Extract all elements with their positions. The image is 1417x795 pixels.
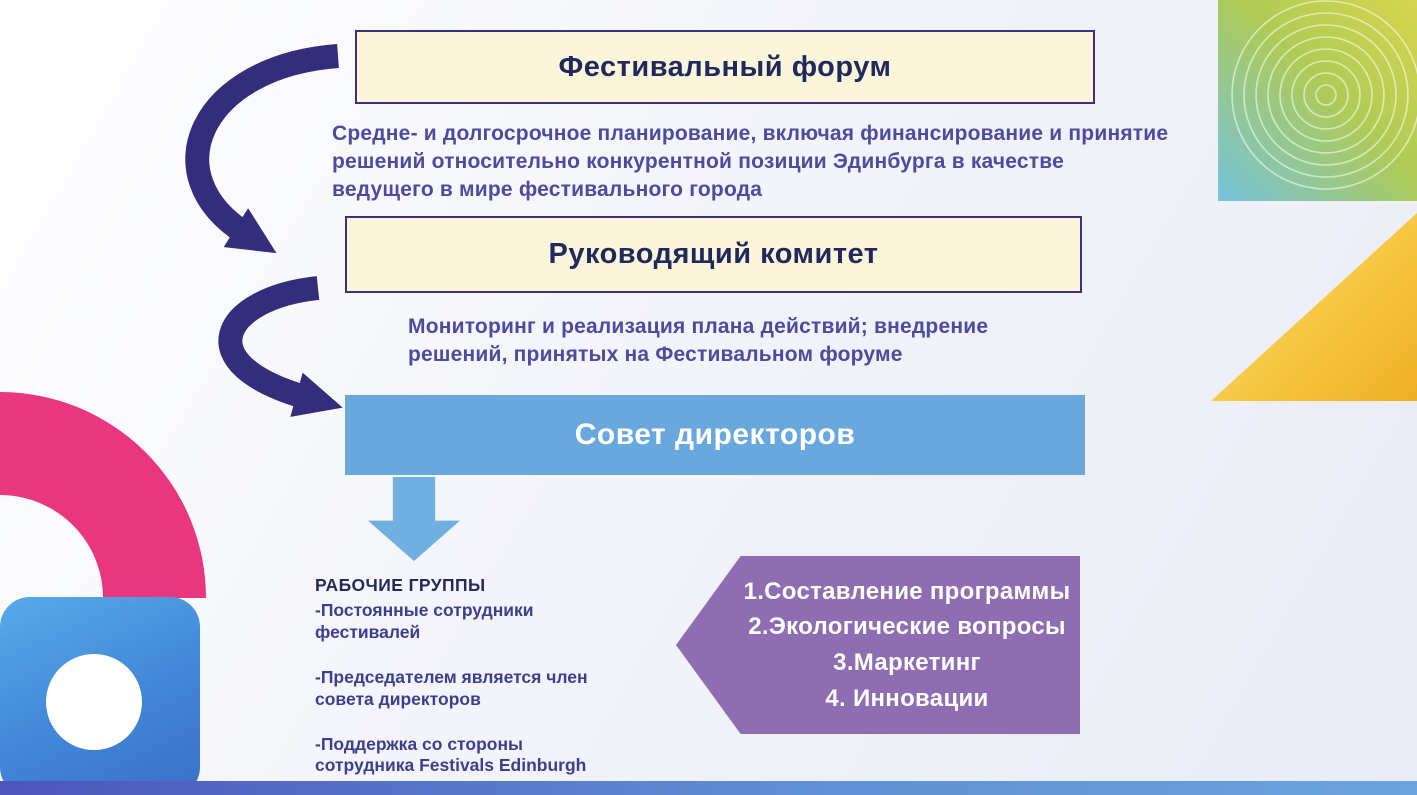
task-list-item: 4. Инновации: [825, 684, 989, 712]
working-groups-block: РАБОЧИЕ ГРУППЫ -Постоянные сотрудники фе…: [315, 575, 627, 795]
concentric-circles-square: [1218, 0, 1417, 201]
task-list-item: 1.Составление программы: [743, 577, 1071, 605]
festival-forum-title: Фестивальный форум: [558, 50, 892, 83]
task-list-item: 2.Экологические вопросы: [748, 613, 1066, 641]
board-of-directors-title: Совет директоров: [574, 418, 856, 451]
working-groups-item: -Постоянные сотрудники фестивалей: [315, 600, 534, 642]
festival-forum-box: Фестивальный форум: [355, 30, 1095, 104]
pink-quarter-ring: [0, 392, 206, 598]
concentric-circles-icon: [1231, 0, 1417, 190]
working-groups-item: -Поддержка со стороны сотрудника Festiva…: [315, 733, 587, 776]
festival-forum-description: Средне- и долгосрочное планирование, вкл…: [332, 122, 1169, 201]
curved-arrow-bottom-icon: [218, 276, 343, 417]
bottom-gradient-bar: [0, 781, 1417, 795]
steering-committee-box: Руководящий комитет: [345, 216, 1082, 293]
task-list-item: 3.Маркетинг: [833, 649, 981, 676]
yellow-triangle: [1211, 213, 1417, 401]
down-arrow-icon: [368, 477, 460, 561]
board-of-directors-box: Совет директоров: [345, 395, 1085, 475]
white-circle-icon: [46, 654, 142, 750]
task-list-pentagon: 1.Составление программы 2.Экологические …: [676, 556, 1080, 734]
steering-committee-description: Мониторинг и реализация плана действий; …: [408, 315, 989, 366]
working-groups-item: -Председателем является член совета дире…: [315, 666, 588, 709]
curved-arrow-top-icon: [185, 44, 339, 254]
working-groups-heading: РАБОЧИЕ ГРУППЫ: [315, 575, 486, 595]
steering-committee-title: Руководящий комитет: [548, 238, 879, 270]
blue-rounded-square: [0, 597, 200, 795]
